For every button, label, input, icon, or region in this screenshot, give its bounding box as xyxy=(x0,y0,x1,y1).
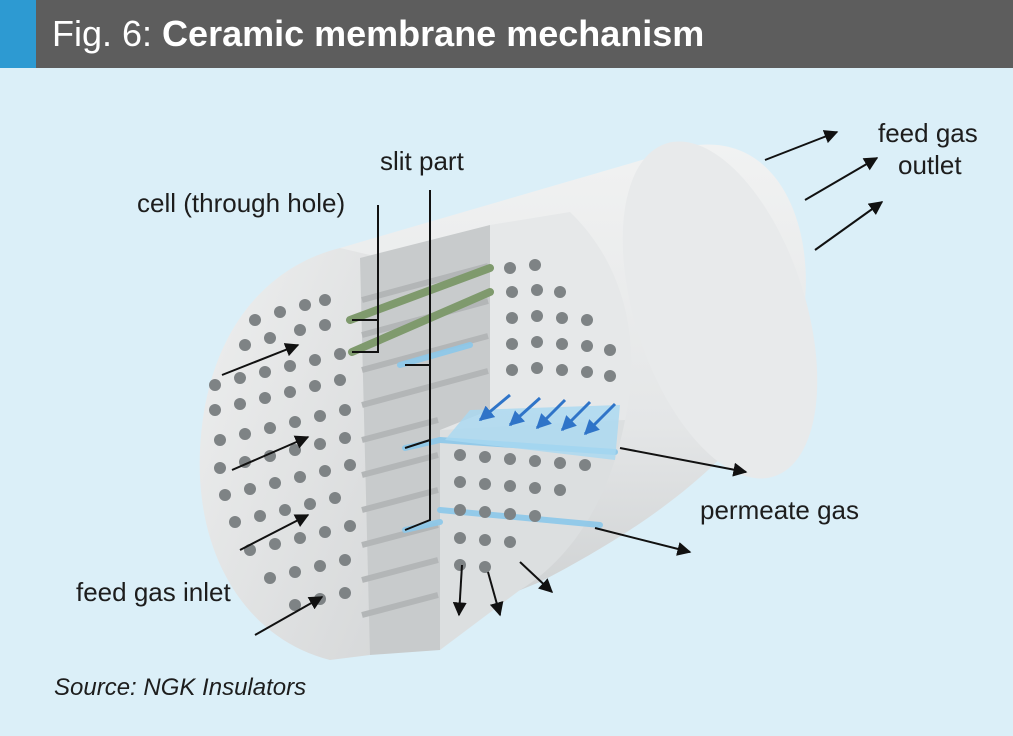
figure-title-text: Ceramic membrane mechanism xyxy=(162,13,705,54)
source-credit: Source: NGK Insulators xyxy=(54,674,307,701)
inner-lower-face xyxy=(440,420,625,650)
feed-inlet-arrows xyxy=(221,343,324,636)
header-accent xyxy=(0,0,36,68)
figure-title: Fig. 6: Ceramic membrane mechanism xyxy=(52,10,704,58)
cell-through-hole xyxy=(346,264,494,356)
feed-outlet-arrows xyxy=(764,130,884,251)
cell-holes xyxy=(209,259,616,611)
permeate-arrows xyxy=(478,393,617,436)
label-cell: cell (through hole) xyxy=(137,188,346,218)
label-feed-inlet: feed gas inlet xyxy=(76,577,231,607)
figure-number: Fig. 6: xyxy=(52,13,163,54)
label-feed-outlet-2: outlet xyxy=(898,150,962,180)
permeate-out-arrows xyxy=(452,447,748,617)
membrane-diagram xyxy=(199,130,884,660)
front-face xyxy=(199,248,370,660)
label-permeate: permeate gas xyxy=(700,495,859,525)
header-bar: Fig. 6: Ceramic membrane mechanism xyxy=(0,0,1013,68)
label-slit: slit part xyxy=(380,146,464,176)
cylinder-end xyxy=(622,141,818,479)
label-feed-outlet-1: feed gas xyxy=(878,118,978,148)
leader-lines xyxy=(352,190,431,531)
